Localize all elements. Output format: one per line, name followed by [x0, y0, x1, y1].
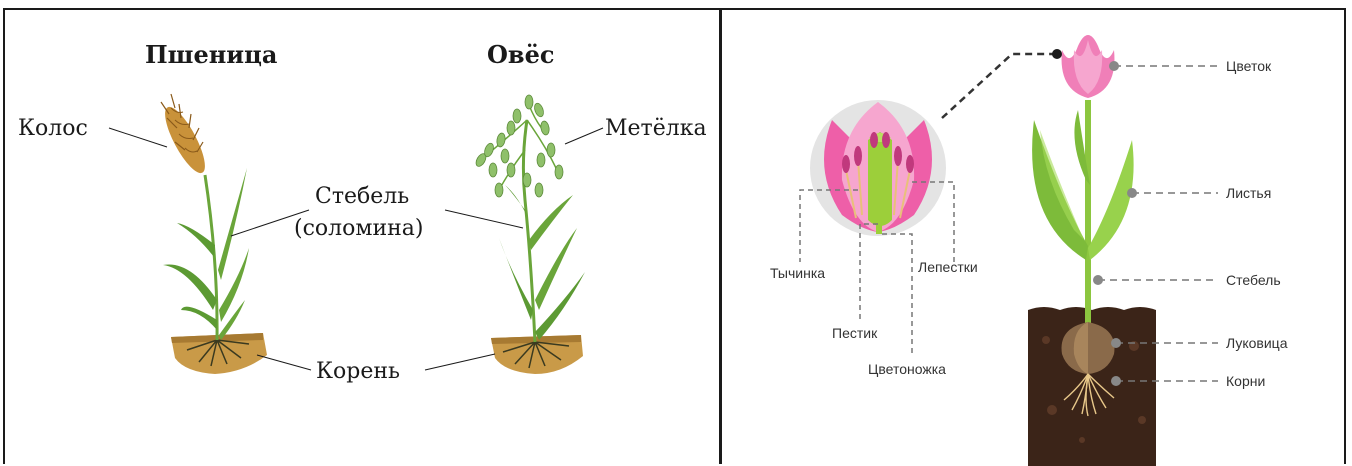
label-flower: Цветок: [1226, 58, 1272, 74]
cereal-diagram-panel: Пшеница Овёс: [3, 8, 721, 464]
label-stem: Стебель: [315, 184, 409, 209]
wheat-ear: [158, 94, 212, 178]
label-stamen: Тычинка: [770, 265, 825, 281]
wheat-plant: [163, 168, 249, 340]
cereal-diagram-svg: Пшеница Овёс: [5, 10, 721, 466]
tulip-diagram-svg: Цветок Листья Стебель Луковица Корни Тыч…: [722, 10, 1344, 466]
zoomed-flower-detail: [810, 100, 946, 236]
label-panicle: Метёлка: [605, 116, 707, 141]
oat-panicle: [474, 95, 563, 197]
label-leaves: Листья: [1226, 185, 1271, 201]
wheat-title: Пшеница: [145, 40, 277, 69]
label-roots: Корни: [1226, 373, 1265, 389]
detail-connector-dot: [1052, 49, 1062, 59]
oat-soil: [491, 335, 583, 374]
tulip-diagram-panel: Цветок Листья Стебель Луковица Корни Тыч…: [720, 8, 1346, 464]
label-stem: Стебель: [1226, 272, 1281, 288]
label-pedicel: Цветоножка: [868, 361, 946, 377]
label-bulb: Луковица: [1226, 335, 1288, 351]
label-pistil: Пестик: [832, 325, 878, 341]
label-petals: Лепестки: [918, 259, 978, 275]
oat-title: Овёс: [487, 40, 554, 69]
wheat-soil: [171, 333, 267, 374]
label-ear: Колос: [18, 116, 88, 141]
label-straw: (соломина): [294, 216, 424, 241]
label-root: Корень: [316, 359, 400, 384]
detail-connector: [942, 54, 1056, 118]
